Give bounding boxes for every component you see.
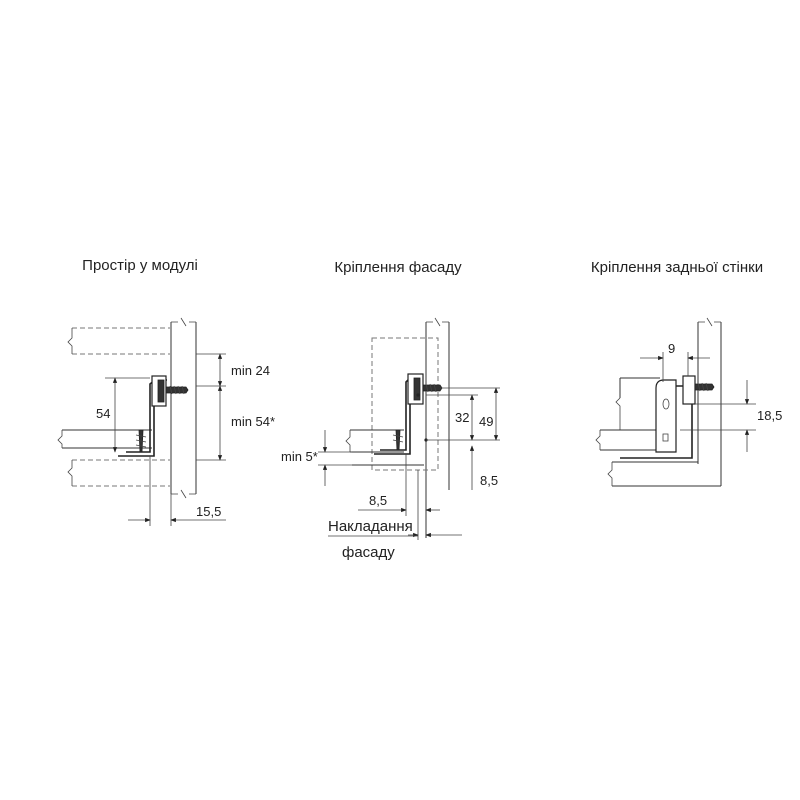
panel-front-mounting: Кріплення фасаду <box>281 259 500 561</box>
panel-2-dimensions: 32 49 8,5 min 5* 8,5 Накладання фасаду <box>281 387 500 561</box>
dim-min-5: min 5* <box>281 449 318 464</box>
lower-drawer-outline <box>67 459 170 487</box>
dim-min-24: min 24 <box>231 363 270 378</box>
drawer-rear-panel <box>595 377 660 451</box>
drawer-bottom-panel-2 <box>345 429 424 466</box>
panel-2-title: Кріплення фасаду <box>334 259 462 276</box>
panel-module-space: Простір у модулі <box>57 257 275 526</box>
runner-profile-2 <box>374 373 443 455</box>
panel-rear-mounting: Кріплення задньої стінки <box>591 259 782 487</box>
dim-8-5-right: 8,5 <box>480 473 498 488</box>
panel-3-title: Кріплення задньої стінки <box>591 259 763 276</box>
dim-15-5: 15,5 <box>196 504 221 519</box>
rear-bracket <box>620 375 715 459</box>
front-panel <box>425 317 450 538</box>
panel-3-dimensions: 9 18,5 <box>640 341 782 452</box>
dim-min-54: min 54* <box>231 414 275 429</box>
dim-54: 54 <box>96 406 110 421</box>
opening-outline <box>371 337 439 471</box>
dim-9: 9 <box>668 341 675 356</box>
dim-8-5-left: 8,5 <box>369 493 387 508</box>
panel-1-title: Простір у модулі <box>82 257 198 274</box>
dim-18-5: 18,5 <box>757 408 782 423</box>
cabinet-side-wall <box>170 317 197 499</box>
dim-49: 49 <box>479 414 493 429</box>
upper-drawer-outline <box>67 327 170 355</box>
panel-1-dimensions: min 24 min 54* 54 15,5 <box>96 353 275 526</box>
drawer-bottom-panel <box>57 429 152 449</box>
caption-overlay-line1: Накладання <box>328 518 413 535</box>
caption-overlay-line2: фасаду <box>342 544 395 561</box>
runner-profile <box>118 375 189 457</box>
dim-32: 32 <box>455 410 469 425</box>
